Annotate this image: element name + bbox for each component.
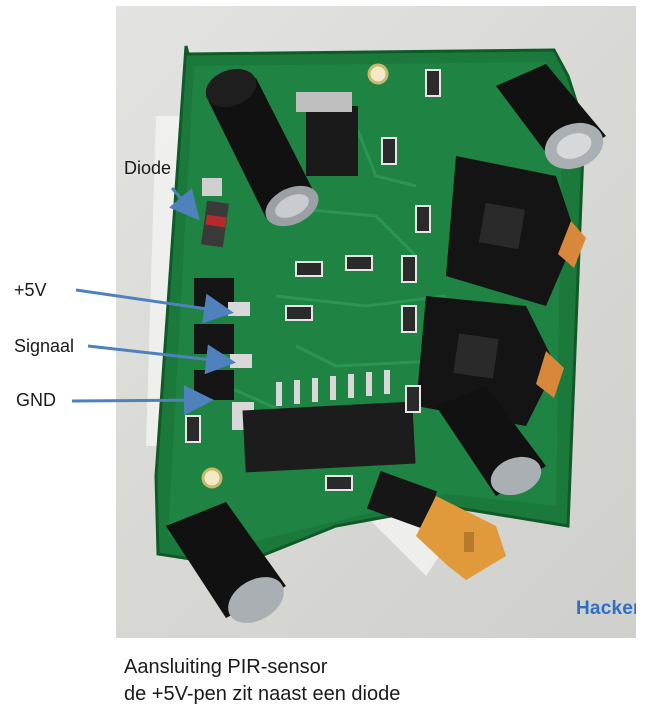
label-gnd: GND bbox=[16, 390, 56, 410]
arrow-gnd bbox=[71, 385, 214, 416]
arrow-diode bbox=[168, 187, 200, 221]
ic-chip bbox=[242, 370, 416, 473]
jumper-connector bbox=[366, 470, 506, 580]
capacitor-bottom-right bbox=[436, 386, 546, 496]
potentiometer-bottom bbox=[416, 296, 564, 426]
caption: Aansluiting PIR-sensor de +5V-pen zit na… bbox=[124, 654, 400, 708]
watermark-text: Hackerstore bbox=[576, 598, 636, 619]
pir-sensor-photo: Hackerstore bbox=[116, 6, 636, 638]
potentiometer-top bbox=[446, 156, 586, 306]
caption-line-1: Aansluiting PIR-sensor bbox=[124, 656, 328, 678]
capacitor-top-left bbox=[205, 68, 319, 227]
arrow-signal bbox=[87, 344, 236, 375]
capacitor-bottom-left bbox=[166, 502, 286, 623]
capacitor-top-right bbox=[496, 64, 606, 170]
label-plus-5v: +5V bbox=[14, 280, 47, 300]
arrow-5v bbox=[75, 288, 234, 324]
diode-component bbox=[201, 178, 229, 248]
caption-line-2: de +5V-pen zit naast een diode bbox=[124, 683, 401, 705]
label-diode: Diode bbox=[124, 158, 172, 178]
pcb-illustration bbox=[146, 45, 606, 623]
label-signal: Signaal bbox=[14, 336, 75, 356]
